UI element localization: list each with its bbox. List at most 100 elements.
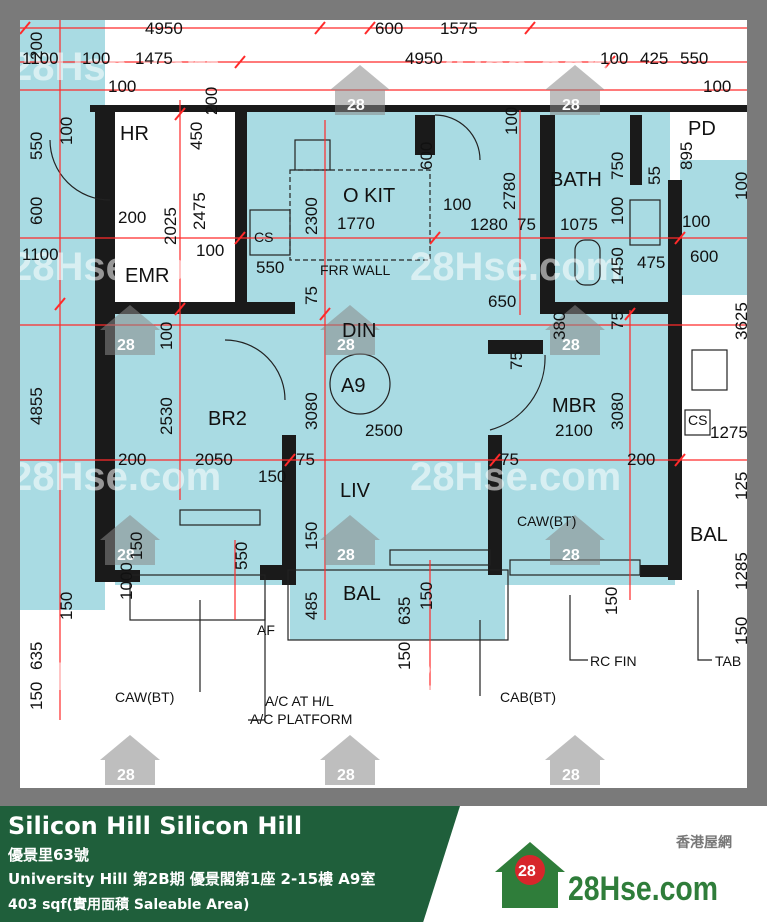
- watermark-badge-number: 28: [337, 337, 355, 354]
- dim-text: 1275: [710, 423, 747, 442]
- watermark-badge: [100, 735, 160, 785]
- dim-text: 635: [27, 642, 46, 670]
- note-frr-wall: FRR WALL: [320, 262, 390, 278]
- dim-text: 125: [732, 472, 747, 500]
- watermark-badge: [320, 515, 380, 565]
- kitchen-door-swing: [434, 114, 481, 161]
- br2-window: [179, 509, 261, 526]
- dim-tick: [284, 453, 296, 467]
- dim-text: 150: [302, 522, 321, 550]
- dim-text: 895: [677, 142, 696, 170]
- dim-text: 100: [108, 77, 136, 96]
- dim-text: 150: [57, 592, 76, 620]
- wall-pd-left: [630, 115, 642, 185]
- dim-text: 550: [232, 542, 251, 570]
- dim-text: 600: [417, 142, 436, 170]
- note-ac-platform: A/C PLATFORM: [250, 711, 352, 727]
- note-caw-bt: CAW(BT): [115, 689, 174, 705]
- watermark-badge: [100, 305, 160, 355]
- dim-text: 2475: [190, 192, 209, 230]
- watermark-badge: [320, 735, 380, 785]
- note-cs-right: CS: [688, 412, 707, 428]
- dim-tick: [234, 231, 246, 245]
- leader-ac-platform: [248, 600, 266, 721]
- dim-text: 200: [202, 87, 221, 115]
- dim-text: 1000: [117, 562, 136, 600]
- hr-door-swing: [49, 139, 111, 201]
- watermark-badge-number: 28: [562, 337, 580, 354]
- dim-tick: [674, 453, 686, 467]
- wall-emr-bottom: [115, 302, 295, 314]
- dim-tick: [489, 453, 501, 467]
- watermark-badge: [545, 515, 605, 565]
- brand-block[interactable]: 香港屋網 28 28Hse.com: [490, 820, 760, 916]
- dim-text: 150: [127, 532, 146, 560]
- room-label-din: DIN: [342, 320, 376, 342]
- watermark-text: 28Hse.com: [410, 455, 621, 499]
- dim-text: 75: [517, 215, 536, 234]
- dim-text: 75: [608, 311, 627, 330]
- dim-text: 55: [645, 166, 664, 185]
- dim-text: 600: [690, 247, 718, 266]
- dim-text: 100: [682, 212, 710, 231]
- dim-text: 1575: [440, 20, 478, 38]
- wall-bottom-right: [640, 565, 682, 577]
- dim-text: 380: [550, 312, 569, 340]
- dim-text: 150: [395, 642, 414, 670]
- watermark-badge: [320, 305, 380, 355]
- dim-tick: [319, 307, 331, 321]
- dim-text: 150: [417, 582, 436, 610]
- leader-tab: [697, 590, 712, 661]
- dim-text: 3625: [732, 302, 747, 340]
- dim-text: 150: [258, 467, 286, 486]
- wall-mbr-stub: [488, 340, 543, 354]
- mbr-door-swing: [489, 354, 546, 431]
- wall-emr-right: [235, 105, 247, 305]
- dim-text: 100: [608, 197, 627, 225]
- br2-door-swing: [224, 339, 286, 401]
- watermark-badge: [545, 305, 605, 355]
- right-unit-sink: [691, 349, 728, 391]
- watermark-badge-number: 28: [562, 97, 580, 114]
- dim-tick: [524, 21, 536, 35]
- watermark-badge: [100, 515, 160, 565]
- left-strip-fill: [20, 20, 105, 610]
- dim-text: 2500: [365, 421, 403, 440]
- balcony-fill: [290, 575, 505, 640]
- dim-text: 1475: [135, 49, 173, 68]
- dim-text: 75: [302, 286, 321, 305]
- watermark-text: 28Hse.com: [20, 245, 221, 289]
- dim-text: 75: [507, 351, 526, 370]
- ac-platform: [129, 574, 266, 621]
- wall-mbr-left: [488, 435, 502, 575]
- note-rc-fin: RC FIN: [590, 653, 637, 669]
- brand-logo[interactable]: 28 28Hse.com: [490, 834, 730, 914]
- watermark-badge-number: 28: [117, 337, 135, 354]
- dim-tick: [674, 231, 686, 245]
- dim-text: 100: [443, 195, 471, 214]
- dim-text: 2780: [500, 172, 519, 210]
- dimension-ticks: [20, 21, 686, 467]
- brand-chinese-name: 香港屋網: [676, 835, 732, 851]
- dim-text: 2300: [302, 197, 321, 235]
- dim-text: 100: [196, 241, 224, 260]
- kitchen-bath-fill: [240, 110, 670, 310]
- dim-text: 100: [82, 49, 110, 68]
- floor-plan-frame: 28Hse.com 28Hse.com 28Hse.com 28Hse.com …: [0, 0, 767, 806]
- dim-text: 475: [637, 253, 665, 272]
- floor-plan-sheet: 28Hse.com 28Hse.com 28Hse.com 28Hse.com …: [20, 20, 747, 788]
- wall-br2-right: [282, 435, 296, 585]
- dim-text: 600: [27, 197, 46, 225]
- plan-notes: FRR WALL CAW(BT) CAW(BT) A/C AT H/L A/C …: [115, 229, 741, 727]
- dim-text: 1100: [22, 245, 59, 264]
- dim-text: 1100: [22, 49, 59, 68]
- watermark-text: 28Hse.com: [20, 655, 221, 699]
- dim-text: 2050: [195, 450, 233, 469]
- dim-tick: [174, 107, 186, 121]
- dim-tick: [429, 231, 441, 245]
- dim-text: 1075: [560, 215, 598, 234]
- dim-text: 1280: [470, 215, 508, 234]
- room-label-bal-right: BAL: [690, 524, 728, 546]
- watermark-badge: [545, 735, 605, 785]
- dim-text: 4855: [27, 387, 46, 425]
